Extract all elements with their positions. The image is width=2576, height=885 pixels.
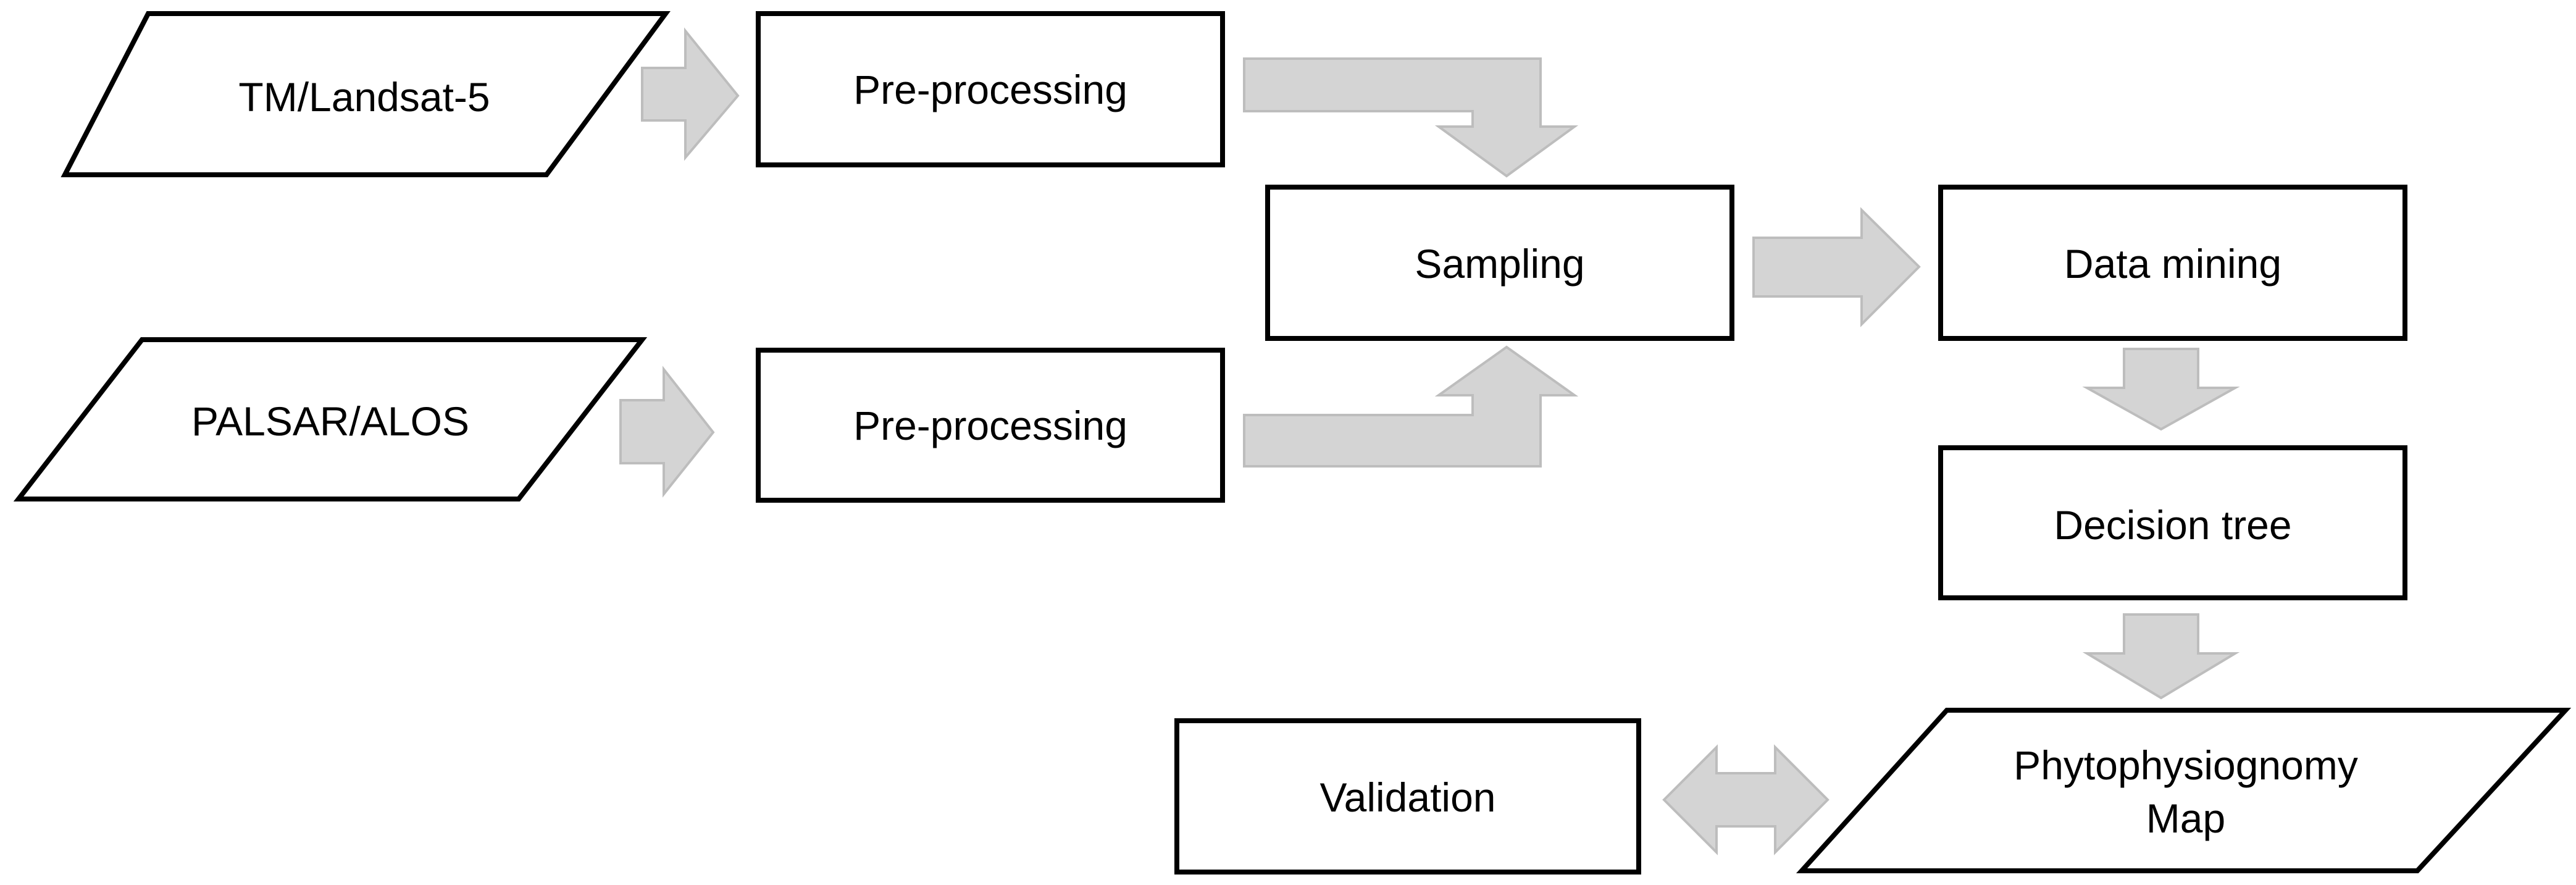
process-sampling-label: Sampling [1415,241,1584,287]
arrow-sampling-to-datamining [1752,207,1921,327]
process-sampling-box [1265,185,1734,341]
arrow-decisiontree-to-map [2082,613,2240,700]
output-map-label-line1: Phytophysiognomy [2014,742,2358,788]
arrow-preprocessing2-to-sampling [1243,345,1579,468]
process-validation: Validation [1174,718,1641,875]
process-data-mining-label: Data mining [2064,241,2281,287]
process-data-mining: Data mining [1938,185,2407,341]
process-preprocessing-1: Pre-processing [756,11,1225,167]
process-preprocessing-2: Pre-processing [756,348,1225,503]
output-map-shape [1796,708,2572,873]
input-tm-landsat-shape [61,11,671,177]
arrow-datamining-to-decisiontree [2082,348,2240,431]
input-palsar-alos: PALSAR/ALOS [13,337,648,501]
process-decision-tree-label: Decision tree [2054,502,2291,548]
process-preprocessing-2-label: Pre-processing [853,403,1127,448]
arrow-preprocessing1-to-sampling [1243,57,1579,178]
input-tm-landsat: TM/Landsat-5 [61,11,671,177]
output-map-label-line2: Map [2146,795,2225,841]
input-palsar-alos-label: PALSAR/ALOS [191,398,469,444]
process-validation-box [1174,718,1641,875]
arrow-landsat-to-preprocessing [641,27,740,161]
input-tm-landsat-label: TM/Landsat-5 [238,74,490,120]
process-preprocessing-1-label: Pre-processing [853,67,1127,112]
process-preprocessing-2-box [756,348,1225,503]
input-palsar-alos-shape [13,337,648,501]
process-data-mining-box [1938,185,2407,341]
arrow-map-validation-bidirectional [1662,744,1830,855]
process-decision-tree: Decision tree [1938,445,2407,600]
process-validation-label: Validation [1320,774,1496,820]
arrow-palsar-to-preprocessing [619,366,715,498]
process-decision-tree-box [1938,445,2407,600]
process-sampling: Sampling [1265,185,1734,341]
output-phytophysiognomy-map: Phytophysiognomy Map [1796,708,2572,873]
process-preprocessing-1-box [756,11,1225,167]
